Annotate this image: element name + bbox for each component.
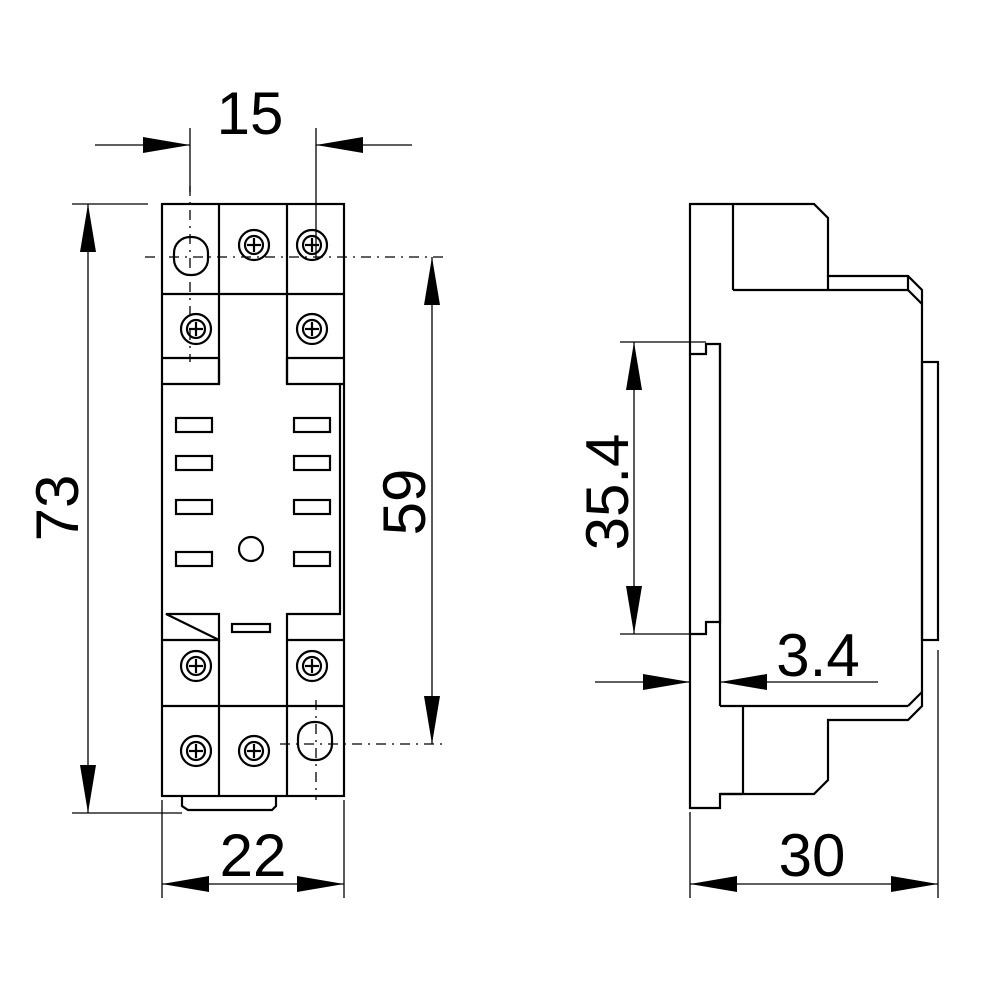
mounting-hole (172, 235, 210, 277)
dim-screw-spacing: 59 (371, 257, 440, 744)
screw-icon (179, 649, 213, 683)
screw-icon (237, 228, 271, 262)
mounting-hole (296, 720, 334, 762)
screw-icon (179, 734, 213, 768)
bottom-terminal-block (162, 638, 344, 796)
dim-depth: 30 (689, 650, 939, 898)
dim-width-value: 22 (220, 822, 287, 889)
dim-rail-value: 35.4 (574, 434, 641, 551)
contact-slot (174, 498, 214, 516)
contact-slot (292, 498, 332, 516)
dim-height-value: 73 (24, 475, 91, 542)
dim-pitch: 15 (95, 80, 412, 260)
side-view (688, 202, 940, 810)
center-hole (237, 535, 265, 563)
side-body-outline (688, 202, 924, 810)
relay-socket-area (162, 358, 344, 642)
front-cover (920, 360, 940, 642)
dim-depth-value: 30 (779, 822, 846, 889)
dim-width: 22 (161, 800, 345, 898)
dim-screw-spacing-value: 59 (371, 469, 438, 536)
dim-offset-value: 3.4 (776, 622, 859, 689)
screw-icon (295, 649, 329, 683)
contact-slot (174, 416, 214, 434)
contact-slot (174, 550, 214, 568)
din-clip-tab (180, 796, 278, 812)
dim-offset: 3.4 (595, 622, 878, 698)
screw-icon (179, 312, 213, 346)
dim-height: 73 (24, 203, 182, 814)
front-view (145, 186, 446, 812)
screw-icon (295, 312, 329, 346)
clip-slot (230, 622, 272, 634)
screw-icon (295, 228, 329, 262)
contact-slot (292, 550, 332, 568)
front-body-outline (160, 202, 346, 798)
contact-slot (174, 454, 214, 472)
screw-icon (237, 734, 271, 768)
contact-slot (292, 454, 332, 472)
dim-pitch-value: 15 (217, 80, 284, 147)
dim-rail: 35.4 (574, 341, 706, 635)
top-terminal-block (162, 204, 344, 384)
contact-slot (292, 416, 332, 434)
